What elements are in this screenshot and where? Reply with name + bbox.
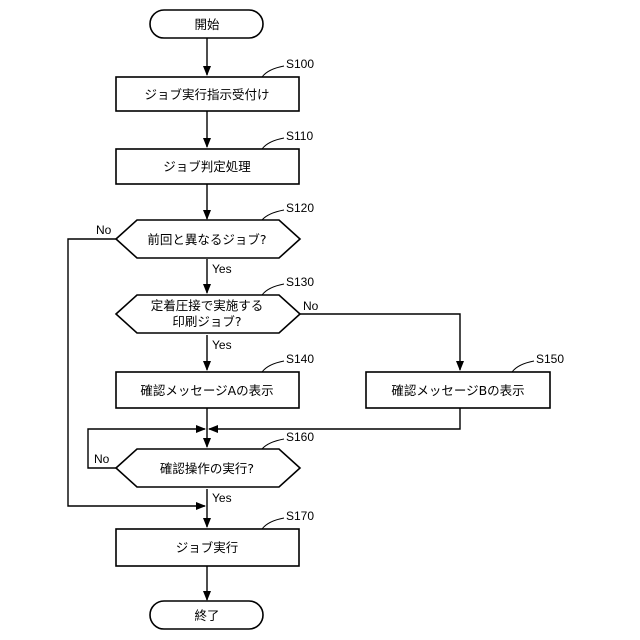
start-label: 開始 [194,17,220,32]
step-s150: S150 [536,352,564,366]
branch-s130-no: No [303,299,319,313]
branch-s120-yes: Yes [212,262,232,276]
step-s160: S160 [286,430,314,444]
s110-label: ジョブ判定処理 [163,159,251,174]
leader-s150 [512,361,534,372]
step-s140: S140 [286,352,314,366]
s150-label: 確認メッセージBの表示 [391,383,524,398]
step-s130: S130 [286,275,314,289]
end-label: 終了 [194,608,219,623]
edge-s150-merge [209,408,460,429]
branch-s160-yes: Yes [212,491,232,505]
s100-label: ジョブ実行指示受付け [144,87,269,102]
s170-label: ジョブ実行 [176,540,239,555]
edge-s130-s150 [300,314,460,370]
branch-s130-yes: Yes [212,338,232,352]
step-s170: S170 [286,509,314,523]
leader-s130 [262,284,284,295]
branch-s160-no: No [94,452,110,466]
s130-label-line1: 定着圧接で実施する [151,298,264,313]
leader-s140 [262,361,284,372]
branch-s120-no: No [96,223,112,237]
leader-s160 [262,439,284,449]
leader-s120 [262,210,284,220]
s160-label: 確認操作の実行? [160,461,254,476]
s130-label-line2: 印刷ジョブ? [172,314,241,329]
step-s100: S100 [286,57,314,71]
step-s120: S120 [286,201,314,215]
leader-s100 [262,66,284,77]
s140-label: 確認メッセージAの表示 [140,383,273,398]
s120-label: 前回と異なるジョブ? [147,232,266,247]
step-s110: S110 [286,129,313,143]
leader-s110 [262,138,284,149]
leader-s170 [262,518,284,529]
